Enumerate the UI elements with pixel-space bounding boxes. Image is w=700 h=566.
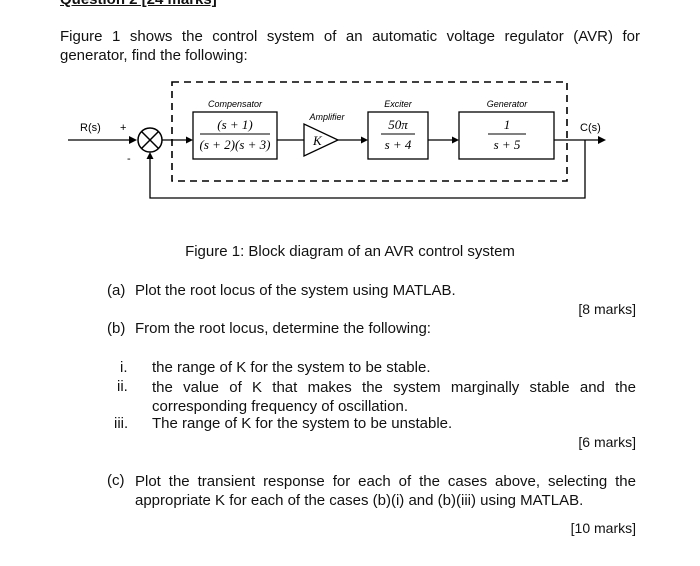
- generator-block: Generator 1 s + 5: [458, 99, 555, 160]
- amplifier-label: Amplifier: [308, 112, 345, 122]
- part-b-item-3-text: The range of K for the system to be unst…: [152, 415, 453, 432]
- part-b-text: From the root locus, determine the follo…: [135, 320, 431, 337]
- generator-label: Generator: [487, 99, 529, 109]
- part-a-marks: [8 marks]: [578, 301, 636, 317]
- part-b-marks: [6 marks]: [578, 434, 636, 450]
- exciter-block: Exciter 50π s + 4: [367, 99, 429, 160]
- part-b-letter: (b): [107, 320, 126, 337]
- system-boundary: [171, 81, 568, 182]
- avr-block-diagram: R(s) + - Compensator (s + 1) (s + 2)(s +…: [68, 81, 606, 199]
- minus-sign: -: [127, 153, 131, 165]
- part-a-text: Plot the root locus of the system using …: [135, 282, 456, 299]
- compensator-block: Compensator (s + 1) (s + 2)(s + 3): [192, 99, 278, 160]
- input-signal-label: R(s): [80, 122, 101, 134]
- exciter-denominator: s + 4: [385, 137, 412, 152]
- feedback-path: [149, 140, 586, 199]
- amplifier-block: Amplifier K: [303, 112, 346, 158]
- part-b-item-2-text: the value of K that makes the system mar…: [152, 379, 636, 415]
- part-c-letter: (c): [107, 472, 125, 489]
- generator-numerator: 1: [504, 117, 511, 132]
- input-arrowhead: [129, 136, 137, 144]
- summing-junction: [137, 127, 163, 153]
- figure-caption: Figure 1: Block diagram of an AVR contro…: [185, 243, 515, 260]
- part-b-item-1-number: i.: [120, 359, 128, 376]
- part-a-letter: (a): [107, 282, 126, 299]
- output-signal-label: C(s): [580, 122, 601, 134]
- output-arrowhead: [598, 136, 606, 144]
- intro-paragraph: Figure 1 shows the control system of an …: [60, 28, 640, 64]
- part-b-item-3-number: iii.: [114, 415, 129, 432]
- compensator-label: Compensator: [208, 99, 263, 109]
- part-b-item-2-number: ii.: [117, 378, 128, 395]
- amplifier-gain: K: [312, 133, 323, 148]
- part-c-marks: [10 marks]: [570, 520, 636, 536]
- part-b-item-1-text: the range of K for the system to be stab…: [152, 359, 431, 376]
- compensator-numerator: (s + 1): [217, 117, 253, 132]
- plus-sign: +: [120, 122, 126, 134]
- generator-denominator: s + 5: [494, 137, 521, 152]
- question-heading: Question 2 [24 marks]: [60, 0, 217, 8]
- compensator-denominator: (s + 2)(s + 3): [200, 137, 271, 152]
- exciter-label: Exciter: [384, 99, 413, 109]
- exciter-numerator: 50π: [388, 117, 408, 132]
- part-c-text: Plot the transient response for each of …: [135, 473, 636, 509]
